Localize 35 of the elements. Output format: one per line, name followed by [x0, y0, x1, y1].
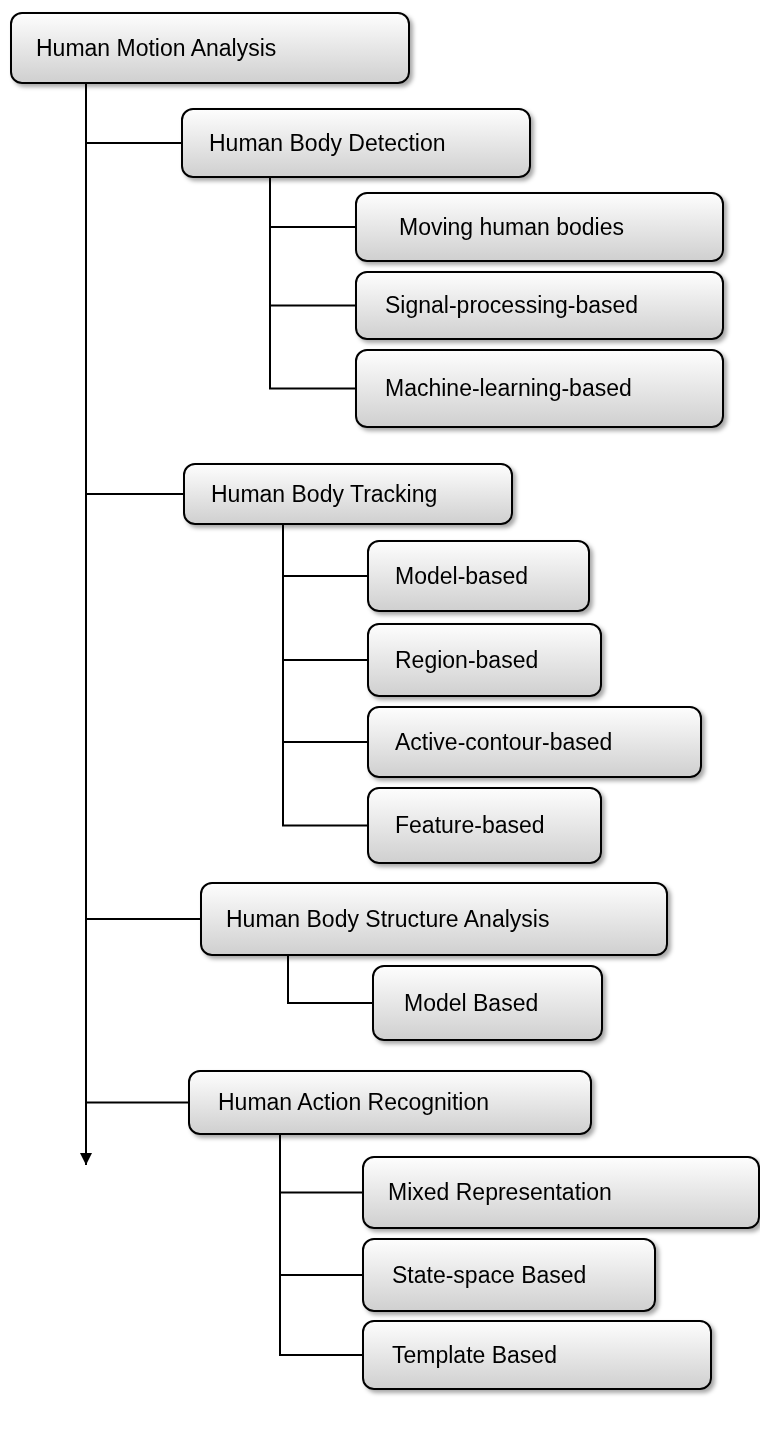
box-label: Human Action Recognition	[218, 1089, 490, 1116]
box-label: Human Body Detection	[209, 129, 446, 157]
process-box	[183, 463, 513, 525]
box-label: Moving human bodies	[399, 213, 625, 241]
box-label: Mixed Representation	[388, 1179, 612, 1206]
process-box	[181, 108, 531, 178]
box-label: Active-contour-based	[395, 728, 613, 756]
connector-line	[269, 177, 356, 390]
box-label: Machine-learning-based	[385, 375, 632, 402]
process-box	[188, 1070, 592, 1135]
process-box	[367, 706, 702, 778]
box-label: Human Body Tracking	[211, 480, 438, 508]
process-box	[362, 1156, 760, 1229]
process-box	[355, 349, 724, 428]
process-box	[362, 1238, 656, 1312]
process-box	[355, 192, 724, 262]
box-label: Model Based	[404, 989, 539, 1017]
process-box	[367, 623, 602, 697]
box-label: Human Body Structure Analysis	[226, 905, 550, 933]
box-label: Signal-processing-based	[385, 292, 639, 319]
process-box	[355, 271, 724, 340]
connector-line	[279, 1134, 363, 1356]
box-label: Template Based	[392, 1341, 557, 1369]
box-label: Feature-based	[395, 812, 545, 839]
process-box	[362, 1320, 712, 1390]
box-label: Model-based	[395, 562, 528, 590]
process-box	[200, 882, 668, 956]
box-label: Region-based	[395, 646, 539, 674]
box-label: Human Motion Analysis	[36, 34, 277, 62]
process-box	[367, 540, 590, 612]
box-label: State-space Based	[392, 1261, 587, 1289]
process-box	[10, 12, 410, 84]
connector-line	[287, 955, 373, 1004]
process-box	[372, 965, 603, 1041]
process-box	[367, 787, 602, 864]
